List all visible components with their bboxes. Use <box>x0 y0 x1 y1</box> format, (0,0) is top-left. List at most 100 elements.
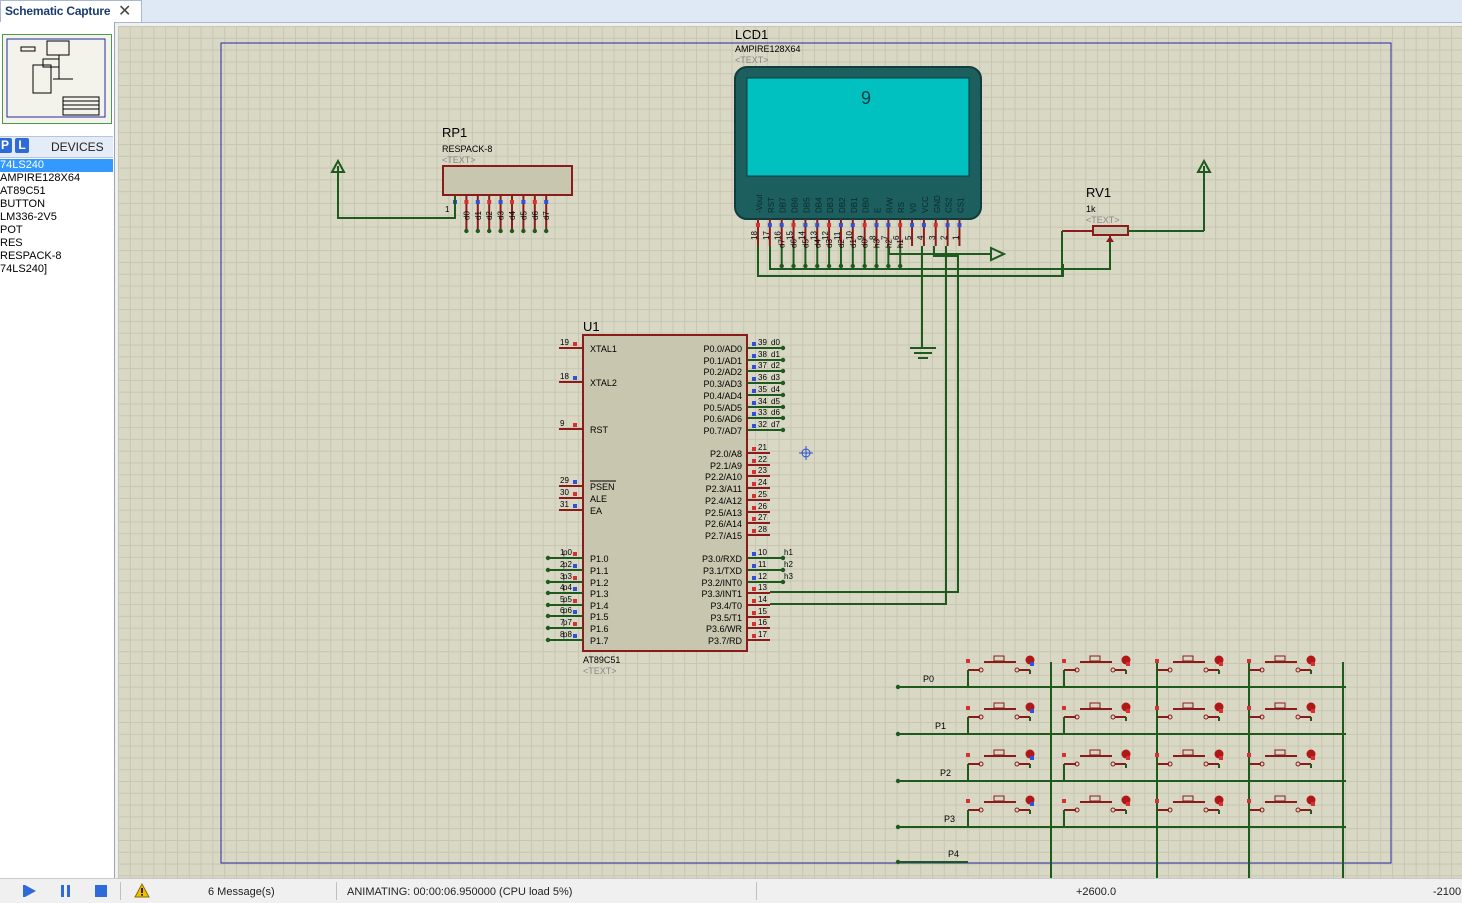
overview-window[interactable] <box>2 34 112 124</box>
u1-pin-name: P1.4 <box>590 601 609 611</box>
library-button[interactable]: L <box>15 138 29 153</box>
u1-pin-name: PSEN <box>590 482 615 492</box>
pot-rv1[interactable]: RV1 1k <TEXT> <box>1061 158 1212 276</box>
lcd-pin-number: 5 <box>904 235 913 240</box>
junction-dot <box>886 263 891 269</box>
junction-dot <box>498 228 503 234</box>
pin-state-icon <box>921 223 926 227</box>
lcd-pin-number: 11 <box>833 231 842 240</box>
close-icon[interactable]: ✕ <box>118 3 132 20</box>
mcu-at89c51[interactable]: U1 AT89C51 <TEXT> 19XTAL118XTAL29RST29PS… <box>545 319 794 676</box>
pin-state-icon <box>510 200 514 204</box>
keypad-button[interactable] <box>966 795 1035 828</box>
u1-net-label: h2 <box>784 560 793 569</box>
lcd-pin-label: RS <box>897 202 906 213</box>
u1-net-label: p7 <box>563 618 572 627</box>
warning-icon[interactable] <box>134 882 150 902</box>
keypad-button[interactable] <box>1155 795 1224 828</box>
pin-state-icon <box>752 401 756 405</box>
device-item[interactable]: RESPACK-8 <box>0 250 62 262</box>
u1-pin-number: 21 <box>758 443 767 452</box>
keypad-button[interactable] <box>966 749 1035 782</box>
device-item[interactable]: AMPIRE128X64 <box>0 172 81 184</box>
pin-state-icon <box>573 504 577 508</box>
play-icon[interactable] <box>22 883 38 902</box>
junction-dot <box>895 778 901 784</box>
u1-pin-number: 23 <box>758 466 767 475</box>
keypad-button[interactable] <box>1247 655 1316 688</box>
u1-pin-number: 25 <box>758 490 767 499</box>
pause-icon[interactable] <box>58 883 74 902</box>
device-item[interactable]: AT89C51 <box>0 185 46 197</box>
junction-dot <box>545 590 551 596</box>
pin-state-icon <box>573 576 577 580</box>
u1-pin-name: P0.0/AD0 <box>703 344 742 354</box>
keypad-button[interactable] <box>1062 702 1131 735</box>
junction-dot <box>545 555 551 561</box>
u1-pin-name: XTAL2 <box>590 378 617 388</box>
keypad-button[interactable] <box>1062 795 1131 828</box>
device-item[interactable]: 74LS240] <box>0 263 48 275</box>
rp1-net-label: d3 <box>497 211 506 220</box>
device-item[interactable]: RES <box>0 237 23 249</box>
pin-state-icon <box>752 424 756 428</box>
u1-pin-number: 39 <box>758 338 767 347</box>
junction-dot <box>780 392 786 398</box>
junction-dot <box>545 567 551 573</box>
pin-state-icon <box>752 377 756 381</box>
pin-state-icon <box>573 564 577 568</box>
u1-pin-number: 17 <box>758 630 767 639</box>
pin-state-icon <box>862 223 867 227</box>
device-item[interactable]: POT <box>0 224 23 236</box>
lcd-ampire128x64[interactable]: LCD1 AMPIRE128X64 <TEXT> 9 -Vout18RST17D… <box>734 27 982 269</box>
rv1-value: 1k <box>1086 204 1096 214</box>
u1-pin-name: P1.2 <box>590 578 609 588</box>
lcd-pin-label: GND <box>933 195 942 213</box>
stop-icon[interactable] <box>93 883 109 902</box>
pin-state-icon <box>573 634 577 638</box>
lcd-pin-number: 2 <box>940 235 949 240</box>
keypad-button[interactable] <box>1155 749 1224 782</box>
junction-dot <box>545 579 551 585</box>
device-item[interactable]: 74LS240 <box>0 159 113 172</box>
keypad-button[interactable] <box>1062 749 1131 782</box>
keypad-button[interactable] <box>1155 702 1224 735</box>
junction-dot <box>521 228 526 234</box>
keypad-row-label: P4 <box>948 849 959 859</box>
overview-thumbnail <box>6 38 106 118</box>
pin-state-icon <box>886 223 891 227</box>
u1-pin-name: XTAL1 <box>590 344 617 354</box>
device-item[interactable]: BUTTON <box>0 198 46 210</box>
lcd-pin-number: 10 <box>845 231 854 240</box>
u1-pin-number: 4 <box>560 583 565 592</box>
keypad-button[interactable] <box>1062 655 1131 688</box>
lcd-net-label: d2 <box>837 239 846 248</box>
device-list: 74LS240 AMPIRE128X64 AT89C51 BUTTON LM33… <box>0 159 113 276</box>
device-item[interactable]: LM336-2V5 <box>0 211 57 223</box>
u1-pin-name: P3.1/TXD <box>703 566 743 576</box>
keypad-button[interactable] <box>966 655 1035 688</box>
junction-dot <box>898 263 903 269</box>
junction-dot <box>826 263 832 269</box>
u1-net-label: d0 <box>771 338 780 347</box>
left-panel: P L DEVICES 74LS240 AMPIRE128X64 AT89C51… <box>0 22 115 878</box>
message-count[interactable]: 6 Message(s) <box>208 886 275 898</box>
rp1-net-label: d6 <box>531 211 540 220</box>
junction-dot <box>850 263 855 269</box>
coord-x: +2600.0 <box>1076 886 1117 898</box>
keypad-button[interactable] <box>1155 655 1224 688</box>
lcd-ref: LCD1 <box>735 27 768 42</box>
tab-schematic-capture[interactable]: Schematic Capture ✕ <box>0 0 142 22</box>
lcd-pin-label: DB6 <box>791 197 800 213</box>
keypad-button[interactable] <box>1247 749 1316 782</box>
lcd-pin-label: V0 <box>909 203 918 213</box>
devices-title: DEVICES <box>51 140 104 154</box>
pick-devices-button[interactable]: P <box>0 138 12 153</box>
junction-dot <box>780 345 786 351</box>
keypad-button[interactable] <box>1247 795 1316 828</box>
keypad-button[interactable] <box>1247 702 1316 735</box>
keypad-button[interactable] <box>966 702 1035 735</box>
